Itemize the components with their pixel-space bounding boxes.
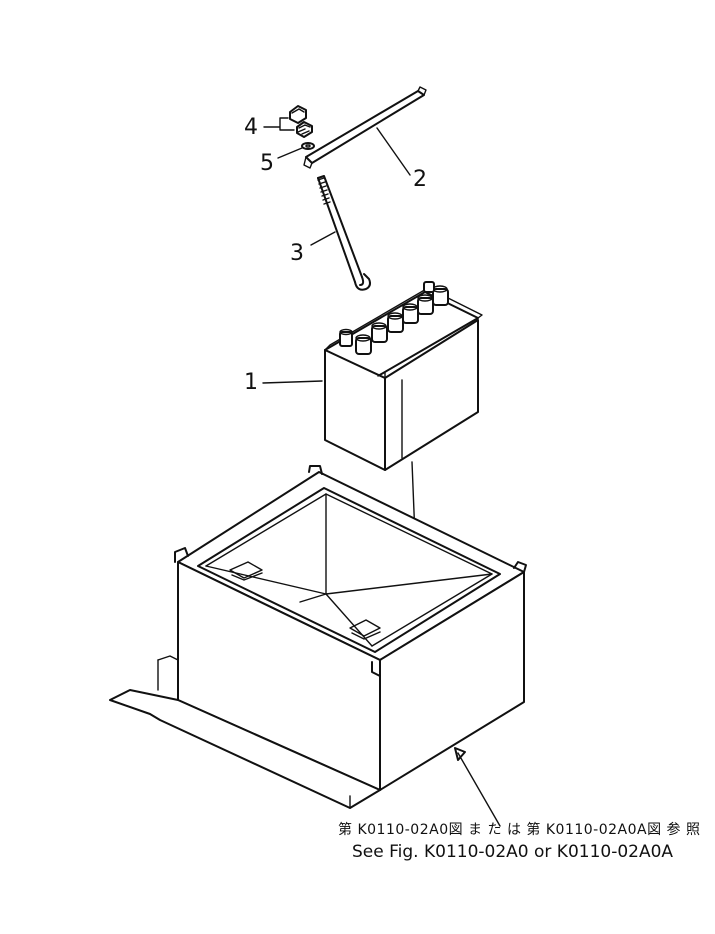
leader-1 (262, 380, 323, 384)
callout-4: 4 (244, 115, 258, 140)
callout-3: 3 (290, 241, 304, 266)
reference-leader (457, 752, 501, 827)
leader-4 (263, 117, 295, 131)
leader-5 (277, 147, 303, 159)
leader-lines (262, 117, 501, 827)
battery-box (109, 465, 527, 809)
callout-2: 2 (413, 167, 427, 192)
battery-terminals (339, 281, 449, 355)
leader-2 (376, 127, 411, 176)
part-1-battery (324, 281, 483, 471)
reference-note-japanese: 第 K0110-02A0図 ま た は 第 K0110-02A0A図 参 照 (338, 822, 701, 838)
reference-note-english: See Fig. K0110-02A0 or K0110-02A0A (352, 842, 674, 862)
part-5-washer (301, 142, 315, 150)
callout-5: 5 (260, 151, 274, 176)
part-4-nuts (289, 105, 313, 138)
part-3-j-bolt (317, 175, 371, 291)
callout-1: 1 (244, 370, 258, 395)
reference-arrowhead (454, 747, 466, 761)
leader-3 (310, 231, 336, 246)
part-2-bracket (303, 86, 427, 169)
